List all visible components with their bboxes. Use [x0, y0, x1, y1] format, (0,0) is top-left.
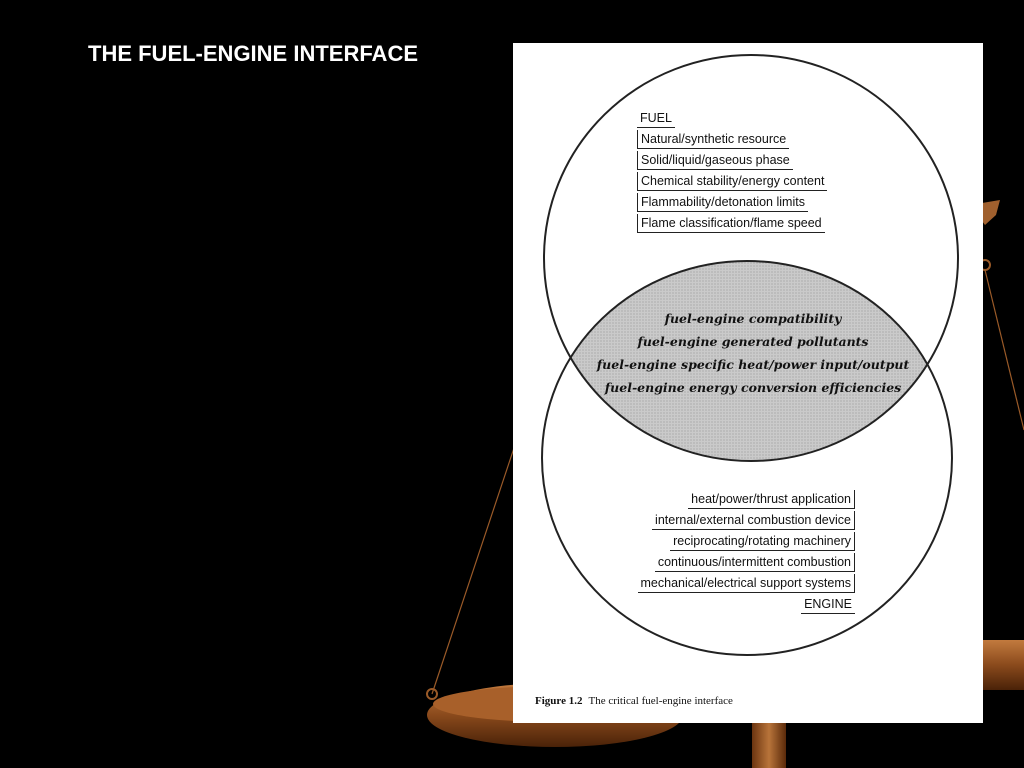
intersection-region: [544, 261, 952, 461]
interface-item: fuel-engine energy conversion efficienci…: [604, 380, 902, 395]
scale-left-string: [431, 429, 521, 695]
engine-circle: [541, 260, 953, 656]
fuel-item: Flammability/detonation limits: [637, 193, 808, 212]
engine-item: reciprocating/rotating machinery: [670, 532, 855, 551]
fuel-item: Chemical stability/energy content: [637, 172, 828, 191]
fuel-item: Solid/liquid/gaseous phase: [637, 151, 793, 170]
scale-left-hook: [426, 688, 438, 700]
figure-panel: FUEL Natural/synthetic resource Solid/li…: [513, 43, 983, 723]
figure-caption-text: The critical fuel-engine interface: [588, 695, 733, 707]
engine-item: continuous/intermittent combustion: [654, 553, 855, 572]
figure-caption-label: Figure 1.2: [535, 695, 583, 707]
fuel-item: Flame classification/flame speed: [637, 214, 825, 233]
engine-item: internal/external combustion device: [652, 511, 855, 530]
scale-right-string: [984, 269, 1024, 431]
fuel-heading: FUEL: [637, 109, 675, 128]
engine-item: heat/power/thrust application: [688, 490, 855, 509]
slide-title: THE FUEL-ENGINE INTERFACE: [88, 41, 419, 66]
fuel-circle: [543, 54, 959, 462]
engine-heading: ENGINE: [801, 595, 855, 614]
venn-diagram: [541, 54, 959, 656]
fuel-item: Natural/synthetic resource: [637, 130, 790, 149]
scale-right-pan-edge: [978, 640, 1024, 690]
figure-caption: Figure 1.2 The critical fuel-engine inter…: [535, 695, 733, 707]
interface-item: fuel-engine compatibility: [664, 311, 842, 326]
interface-item: fuel-engine generated pollutants: [637, 334, 869, 349]
interface-item: fuel-engine specific heat/power input/ou…: [596, 357, 910, 372]
engine-item: mechanical/electrical support systems: [637, 574, 855, 593]
